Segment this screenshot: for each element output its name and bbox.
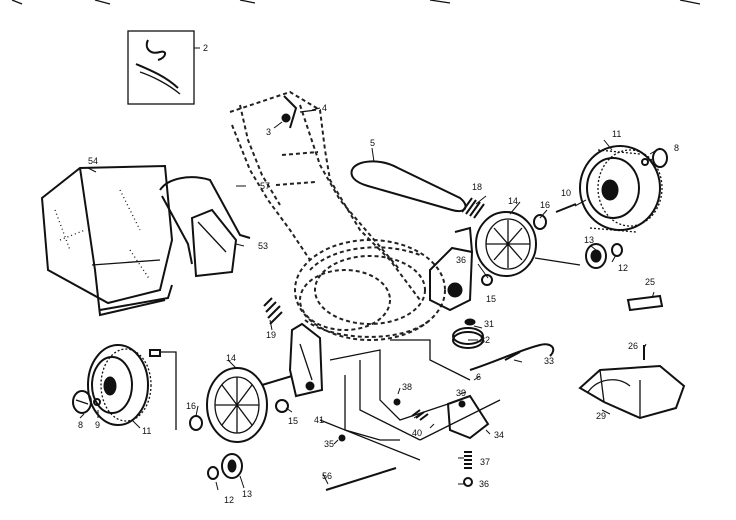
callout-14-right: 14 xyxy=(508,196,518,206)
callout-3: 3 xyxy=(266,127,271,137)
part-39-washer xyxy=(393,398,401,406)
part-32-pulley xyxy=(452,327,484,349)
part-9-washer-left xyxy=(93,398,101,406)
callout-26: 26 xyxy=(628,341,638,351)
part-13-gear-left xyxy=(221,453,243,479)
callout-37: 37 xyxy=(480,457,490,467)
callout-5: 5 xyxy=(370,138,375,148)
part-9-washer-right xyxy=(641,158,649,166)
part-29-rear-baffle xyxy=(578,364,686,420)
handle-knob-parts xyxy=(281,95,317,129)
callout-8-right: 8 xyxy=(674,143,679,153)
callout-31: 31 xyxy=(484,319,494,329)
mower-deck-dashed xyxy=(294,239,446,341)
callout-54: 54 xyxy=(88,156,98,166)
part-57-catcher-frame xyxy=(159,176,251,265)
callout-12-left: 12 xyxy=(224,495,234,505)
callout-29: 29 xyxy=(596,411,606,421)
callout-40: 40 xyxy=(412,428,422,438)
part-12-clip-left xyxy=(207,466,219,480)
callout-33: 33 xyxy=(544,356,554,366)
part-18-spring xyxy=(461,197,485,219)
callout-14-left: 14 xyxy=(226,353,236,363)
part-31-key xyxy=(464,318,476,326)
part-8-hubcap-left xyxy=(72,390,92,414)
callout-15-right: 15 xyxy=(486,294,496,304)
callout-2: 2 xyxy=(203,43,208,53)
callout-9: 9 xyxy=(95,420,100,430)
callout-53: 53 xyxy=(258,241,268,251)
callout-11-right: 11 xyxy=(612,129,621,139)
callout-57: 57 xyxy=(260,181,270,191)
part-8-hubcap-right xyxy=(652,148,668,168)
part-14-wheel-cover-left xyxy=(206,367,293,443)
callout-34: 34 xyxy=(494,430,504,440)
part-38-nut xyxy=(463,477,473,487)
callout-36-right: 36 xyxy=(456,255,466,265)
part-53-catcher-frame xyxy=(190,208,238,278)
part-33-cable xyxy=(469,343,555,371)
callout-36-left: 36 xyxy=(479,479,489,489)
callout-38: 38 xyxy=(402,382,412,392)
part-10-bolt xyxy=(555,203,577,213)
callout-13-left: 13 xyxy=(242,489,252,499)
callout-10: 10 xyxy=(561,188,571,198)
callout-19: 19 xyxy=(266,330,276,340)
part-12-clip-right xyxy=(611,243,623,257)
part-56-axle-rod xyxy=(325,467,397,491)
part-19-spring xyxy=(263,297,283,325)
part-11-rear-wheel-left xyxy=(87,344,152,426)
callout-41: 41 xyxy=(314,415,324,425)
part-11-rear-wheel-right xyxy=(579,145,663,233)
callout-56: 56 xyxy=(322,471,332,481)
part-25-label-plate xyxy=(626,294,664,312)
callout-25: 25 xyxy=(645,277,655,287)
part-37-spring xyxy=(464,451,472,469)
part-40-spring xyxy=(411,409,429,421)
callout-4: 4 xyxy=(322,103,327,113)
callout-39: 39 xyxy=(456,388,466,398)
callout-11-left: 11 xyxy=(142,426,151,436)
part-34-bracket xyxy=(446,394,490,440)
callout-16-right: 16 xyxy=(540,200,550,210)
part-36-drive-bracket xyxy=(429,226,474,312)
callout-15-left: 15 xyxy=(288,416,298,426)
part-54-grass-catcher-bag xyxy=(40,164,174,317)
control-rod-linkages xyxy=(319,339,501,461)
callout-16-left: 16 xyxy=(186,401,196,411)
callout-13-right: 13 xyxy=(584,235,594,245)
callout-35: 35 xyxy=(324,439,334,449)
part-15-bearing-left xyxy=(275,399,289,413)
callout-8-left: 8 xyxy=(78,420,83,430)
part-14-wheel-cover-right xyxy=(475,211,537,277)
left-drive-bracket xyxy=(288,322,324,398)
callout-18: 18 xyxy=(472,182,482,192)
part-15-bearing-right xyxy=(481,274,493,286)
part-16-washer-right xyxy=(533,214,547,230)
callout-6: 6 xyxy=(476,372,481,382)
callout-32: 32 xyxy=(480,335,490,345)
callout-12-right: 12 xyxy=(618,263,628,273)
part-10-bolt-left xyxy=(149,349,161,357)
part-35-nut xyxy=(338,434,346,442)
